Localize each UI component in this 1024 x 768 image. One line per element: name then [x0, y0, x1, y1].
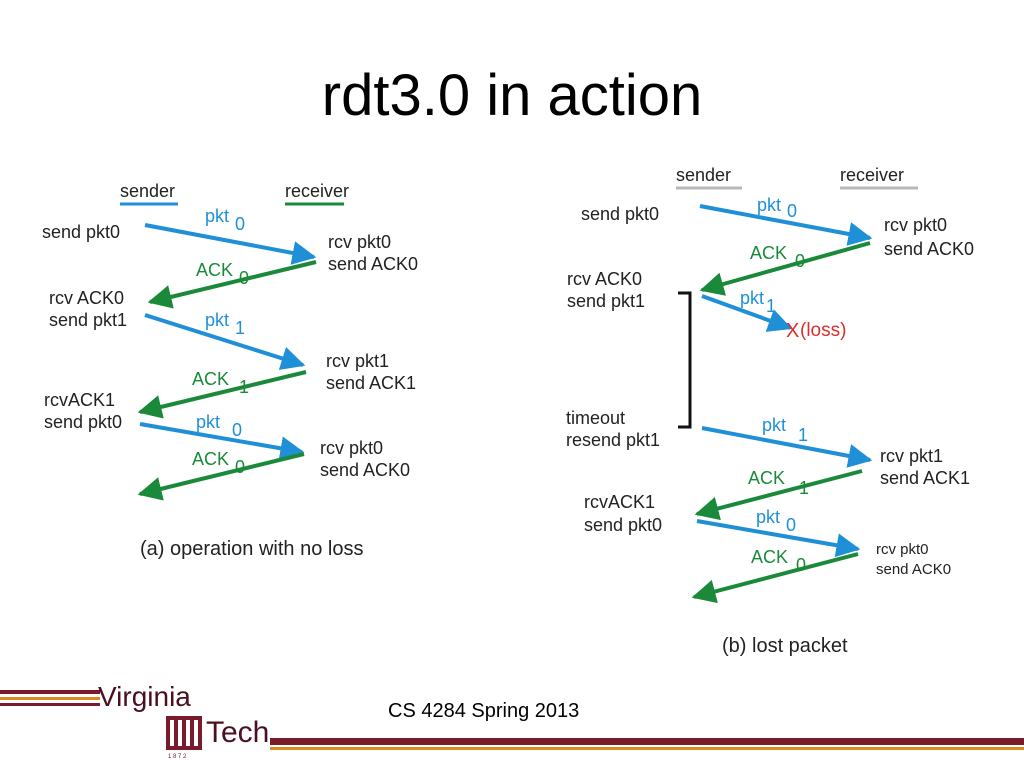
logo-year: 1 8 7 2: [168, 754, 187, 760]
b-receiver-label: send ACK0: [884, 239, 974, 259]
b-loss-text: (loss): [800, 320, 846, 341]
a-receiver-label: rcv pkt0: [328, 232, 391, 252]
a-receiver-label: send ACK0: [328, 254, 418, 274]
a-ack1-arrow: [137, 370, 307, 419]
b-receiver-label: rcv pkt0: [876, 541, 929, 558]
b-pkt1-resend-arrow: [701, 426, 873, 468]
b-caption: (b) lost packet: [722, 635, 848, 657]
b-ack0-arrow: [699, 241, 871, 296]
b-pkt0-arrow: [699, 204, 873, 246]
b-receiver-label: rcv pkt1: [880, 446, 943, 466]
slide-title: rdt3.0 in action: [321, 63, 703, 128]
a-receiver-label: rcv pkt1: [326, 351, 389, 371]
b-sender-label: timeout: [566, 408, 625, 428]
a-caption: (a) operation with no loss: [140, 538, 363, 560]
b-sender-header: sender: [676, 165, 731, 185]
footer-text: CS 4284 Spring 2013: [388, 700, 580, 722]
a-pkt0-arrow: [144, 223, 317, 265]
logo-line1: Virginia: [98, 681, 191, 712]
b-receiver-label: rcv pkt0: [884, 215, 947, 235]
a-ack0-arrow: [147, 260, 317, 309]
b-sender-label: send pkt0: [584, 515, 662, 535]
diagram-a: sender receiver send pkt0 rcv ACK0 send …: [42, 181, 418, 560]
logo-line2: Tech: [206, 716, 269, 749]
b-sender-label: send pkt1: [567, 291, 645, 311]
b-ack0b-arrow: [691, 552, 859, 604]
footer-stripes-right: [270, 738, 1024, 750]
a-sender-label: send pkt0: [42, 222, 120, 242]
b-loss-marker: X: [786, 320, 799, 342]
a-sender-header: sender: [120, 181, 175, 201]
b-sender-label: resend pkt1: [566, 430, 660, 450]
b-sender-label: send pkt0: [581, 204, 659, 224]
rdt30-diagrams: sender receiver send pkt0 rcv ACK0 send …: [42, 165, 974, 657]
a-sender-label: send pkt0: [44, 412, 122, 432]
b-receiver-label: send ACK1: [880, 468, 970, 488]
b-pkt0b-arrow: [696, 519, 861, 558]
a-pkt0b-arrow: [139, 422, 305, 461]
virginia-tech-logo: Virginia 1 8 7 2 Tech: [96, 680, 276, 760]
b-sender-label: rcvACK1: [584, 492, 655, 512]
a-receiver-label: send ACK1: [326, 373, 416, 393]
b-receiver-header: receiver: [840, 165, 904, 185]
footer-stripes: [0, 690, 100, 706]
b-pkt1-lost-arrow: [701, 294, 793, 332]
logo-mark: Virginia 1 8 7 2 Tech: [98, 681, 269, 760]
a-receiver-label: rcv pkt0: [320, 438, 383, 458]
b-ack1-arrow: [694, 469, 863, 521]
b-sender-label: rcv ACK0: [567, 269, 642, 289]
a-receiver-header: receiver: [285, 181, 349, 201]
a-receiver-label: send ACK0: [320, 460, 410, 480]
diagram-b: sender receiver send pkt0 rcv ACK0 send …: [566, 165, 974, 657]
b-timeout-bracket: [678, 291, 692, 429]
a-pkt1-arrow: [144, 313, 306, 370]
b-receiver-label: send ACK0: [876, 561, 951, 578]
a-sender-label: rcv ACK0: [49, 288, 124, 308]
a-ack0b-arrow: [137, 452, 305, 501]
a-sender-label: send pkt1: [49, 310, 127, 330]
a-sender-label: rcvACK1: [44, 390, 115, 410]
